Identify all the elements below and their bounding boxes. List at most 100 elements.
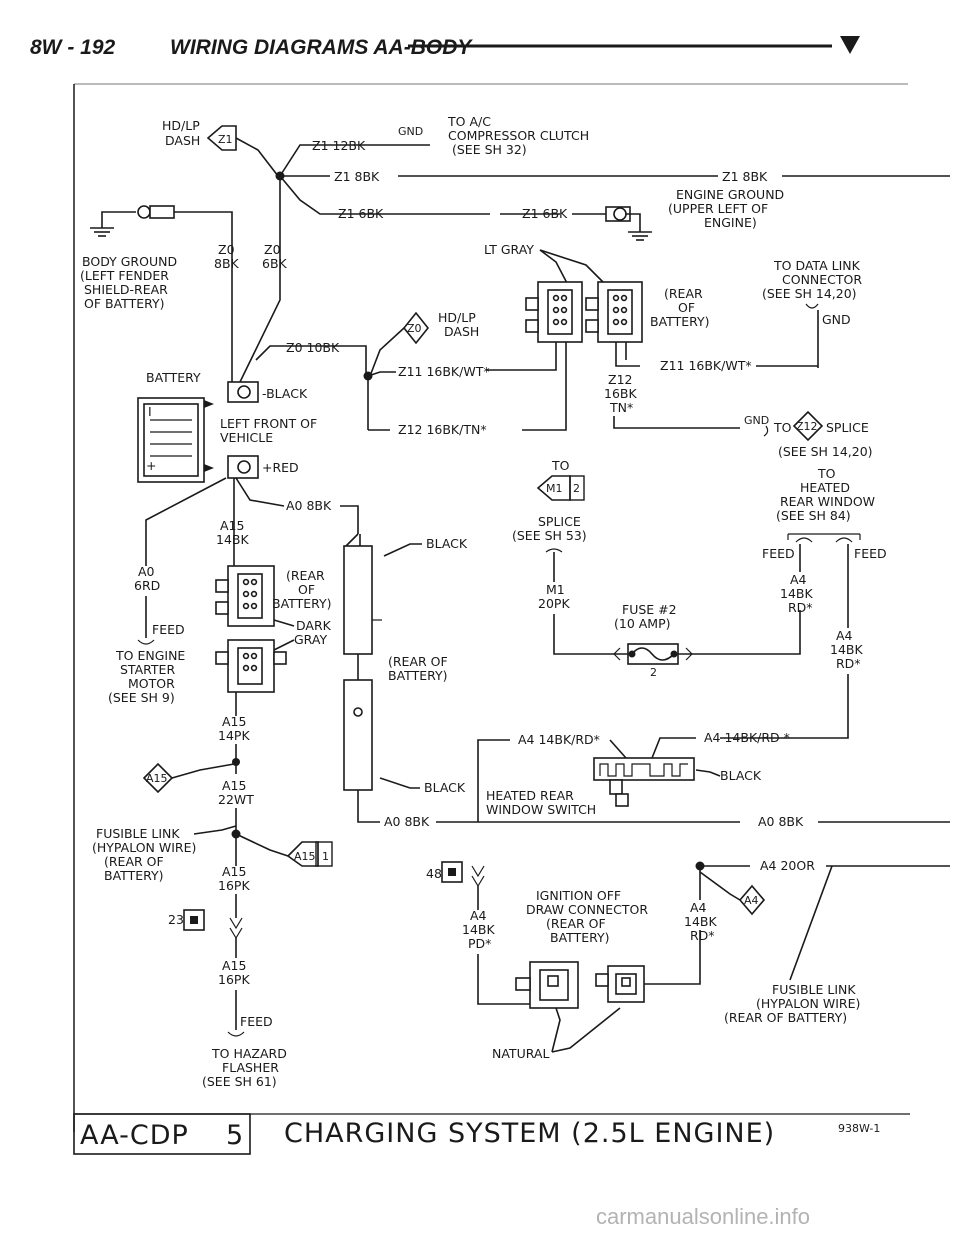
lt-gray-connector-left	[525, 281, 583, 343]
connector-cavity-icon	[237, 647, 263, 685]
draw-connector-left	[515, 961, 579, 1009]
label-bg	[718, 168, 782, 183]
battery-d-label: BATTERY)	[550, 930, 610, 945]
z0-6bk-b: 6BK	[262, 256, 288, 271]
fuse-terminal-icon	[670, 650, 678, 658]
connector-label: CONNECTOR	[782, 272, 862, 287]
a0-8bk-right-label: A0 8BK	[758, 814, 804, 829]
rear-c1-label: (REAR OF	[388, 654, 448, 669]
of-battery-label: OF BATTERY)	[84, 296, 165, 311]
pin-icon	[620, 294, 628, 302]
wire-lt-gray-b	[539, 249, 607, 286]
latch-icon	[215, 601, 229, 615]
natural-label: NATURAL	[492, 1046, 549, 1061]
battery-neg-sign: I	[148, 404, 152, 419]
wire-black-switch	[695, 769, 721, 777]
wire-a0-8bk-lower	[357, 790, 380, 823]
switch-tab-icon	[609, 779, 623, 795]
z1-8bk-right-label: Z1 8BK	[722, 169, 768, 184]
connector-cavity-icon	[237, 573, 263, 619]
fuse-num-label: 2	[650, 666, 657, 679]
z11-16bkwt-right-label: Z11 16BK/WT*	[660, 358, 752, 373]
pin-icon	[560, 294, 568, 302]
wire-lt-gray-a	[539, 249, 569, 286]
gnd-label: GND	[398, 125, 423, 138]
connector-cavity-icon	[547, 289, 573, 335]
watermark: carmanualsonline.info	[596, 1204, 810, 1229]
pin-icon	[242, 602, 250, 610]
a4-14bk-b-label: 14BK	[830, 642, 863, 657]
draw-connector-label: DRAW CONNECTOR	[526, 902, 648, 917]
draw-connector-right	[595, 965, 645, 1003]
wire-a15-1	[235, 833, 289, 857]
z12-16bktn-label: Z12 16BK/TN*	[398, 422, 487, 437]
wire-body-gnd	[101, 211, 136, 228]
pin-icon	[250, 602, 258, 610]
a0-8bk-label: A0 8BK	[286, 498, 332, 513]
a15-e-label: A15	[222, 958, 246, 973]
latch-icon	[215, 579, 229, 593]
z11-16bkwt-label: Z11 16BK/WT*	[398, 364, 490, 379]
to-data-link-label: TO DATA LINK	[773, 258, 861, 273]
latch-icon	[525, 319, 539, 333]
a15-1-num-label: 1	[322, 850, 329, 863]
see-sh1420b-label: (SEE SH 14,20)	[778, 444, 873, 459]
pin-icon	[552, 306, 560, 314]
a0-label: A0	[138, 564, 155, 579]
page-title: WIRING DIAGRAMS AA-BODY	[170, 36, 473, 59]
upper-left-of-label: (UPPER LEFT OF	[668, 201, 768, 216]
feed-b-label: FEED	[240, 1014, 273, 1029]
a15-b-label: A15	[222, 714, 246, 729]
z0-diamond-icon	[402, 311, 430, 345]
splice-arrow-icon	[545, 548, 563, 553]
fuse-terminal-icon	[628, 650, 636, 658]
z0-6bk-a: Z0	[264, 242, 281, 257]
z12-tn-label: TN*	[609, 400, 633, 415]
a4-diamond-label: A4	[744, 894, 759, 907]
rear-battery-connector-lower	[215, 639, 287, 693]
a15-1-flag-label: A15	[294, 850, 316, 863]
battery-label: BATTERY)	[650, 314, 710, 329]
body-ground-eyelet-icon	[149, 205, 175, 219]
wire-black2-pointer	[379, 777, 420, 789]
latch-icon	[515, 977, 531, 991]
feed-arrow-icon	[795, 537, 813, 543]
wire-a4-pd-b	[477, 954, 530, 1005]
shield-rear-label: SHIELD-REAR	[84, 282, 168, 297]
connector-arrow-icon	[805, 303, 819, 309]
a4-c-label: A4	[470, 908, 487, 923]
pos-post-icon	[204, 464, 214, 472]
z0-8bk-b: 8BK	[214, 256, 240, 271]
wire-a0-6rd	[145, 477, 227, 566]
page-footer: AA-CDP 5 CHARGING SYSTEM (2.5L ENGINE) 9…	[73, 1113, 910, 1155]
latch-icon	[273, 651, 287, 665]
conn48-male-icon	[471, 865, 485, 878]
a4-pd-label: PD*	[468, 936, 491, 951]
z12-diamond-icon	[792, 410, 824, 442]
rear-label: (REAR	[664, 286, 703, 301]
gray-label: GRAY	[294, 632, 327, 647]
wire-z11-right	[615, 342, 640, 367]
a4-d-label: A4	[690, 900, 707, 915]
black-switch-label: BLACK	[720, 768, 762, 783]
wire-dark-gray	[273, 619, 295, 627]
fuse2-label: FUSE #2	[622, 602, 677, 617]
a4-14bkrd-label: A4 14BK/RD*	[518, 732, 600, 747]
see-sh9-label: (SEE SH 9)	[108, 690, 175, 705]
pin-icon	[552, 318, 560, 326]
a4-14bkrd-right-label: A4 14BK/RD *	[704, 730, 790, 745]
latch-icon	[215, 651, 229, 665]
wire-black1-pointer	[383, 543, 422, 557]
pin-icon	[621, 977, 631, 987]
pin-icon	[250, 664, 258, 672]
hypalon-wire-b-label: (HYPALON WIRE)	[756, 996, 860, 1011]
body-ground-block: BODY GROUND (LEFT FENDER SHIELD-REAR OF …	[80, 205, 233, 311]
neg-post-icon	[204, 400, 214, 408]
footer-code: AA-CDP	[80, 1120, 189, 1151]
fuse-element-icon	[631, 647, 675, 661]
pin-icon	[250, 652, 258, 660]
wire-z0-dash	[369, 327, 405, 377]
a4-14bk-label: 14BK	[780, 586, 813, 601]
z12-16bk-label: 16BK	[604, 386, 637, 401]
a15-d-label: A15	[222, 864, 246, 879]
